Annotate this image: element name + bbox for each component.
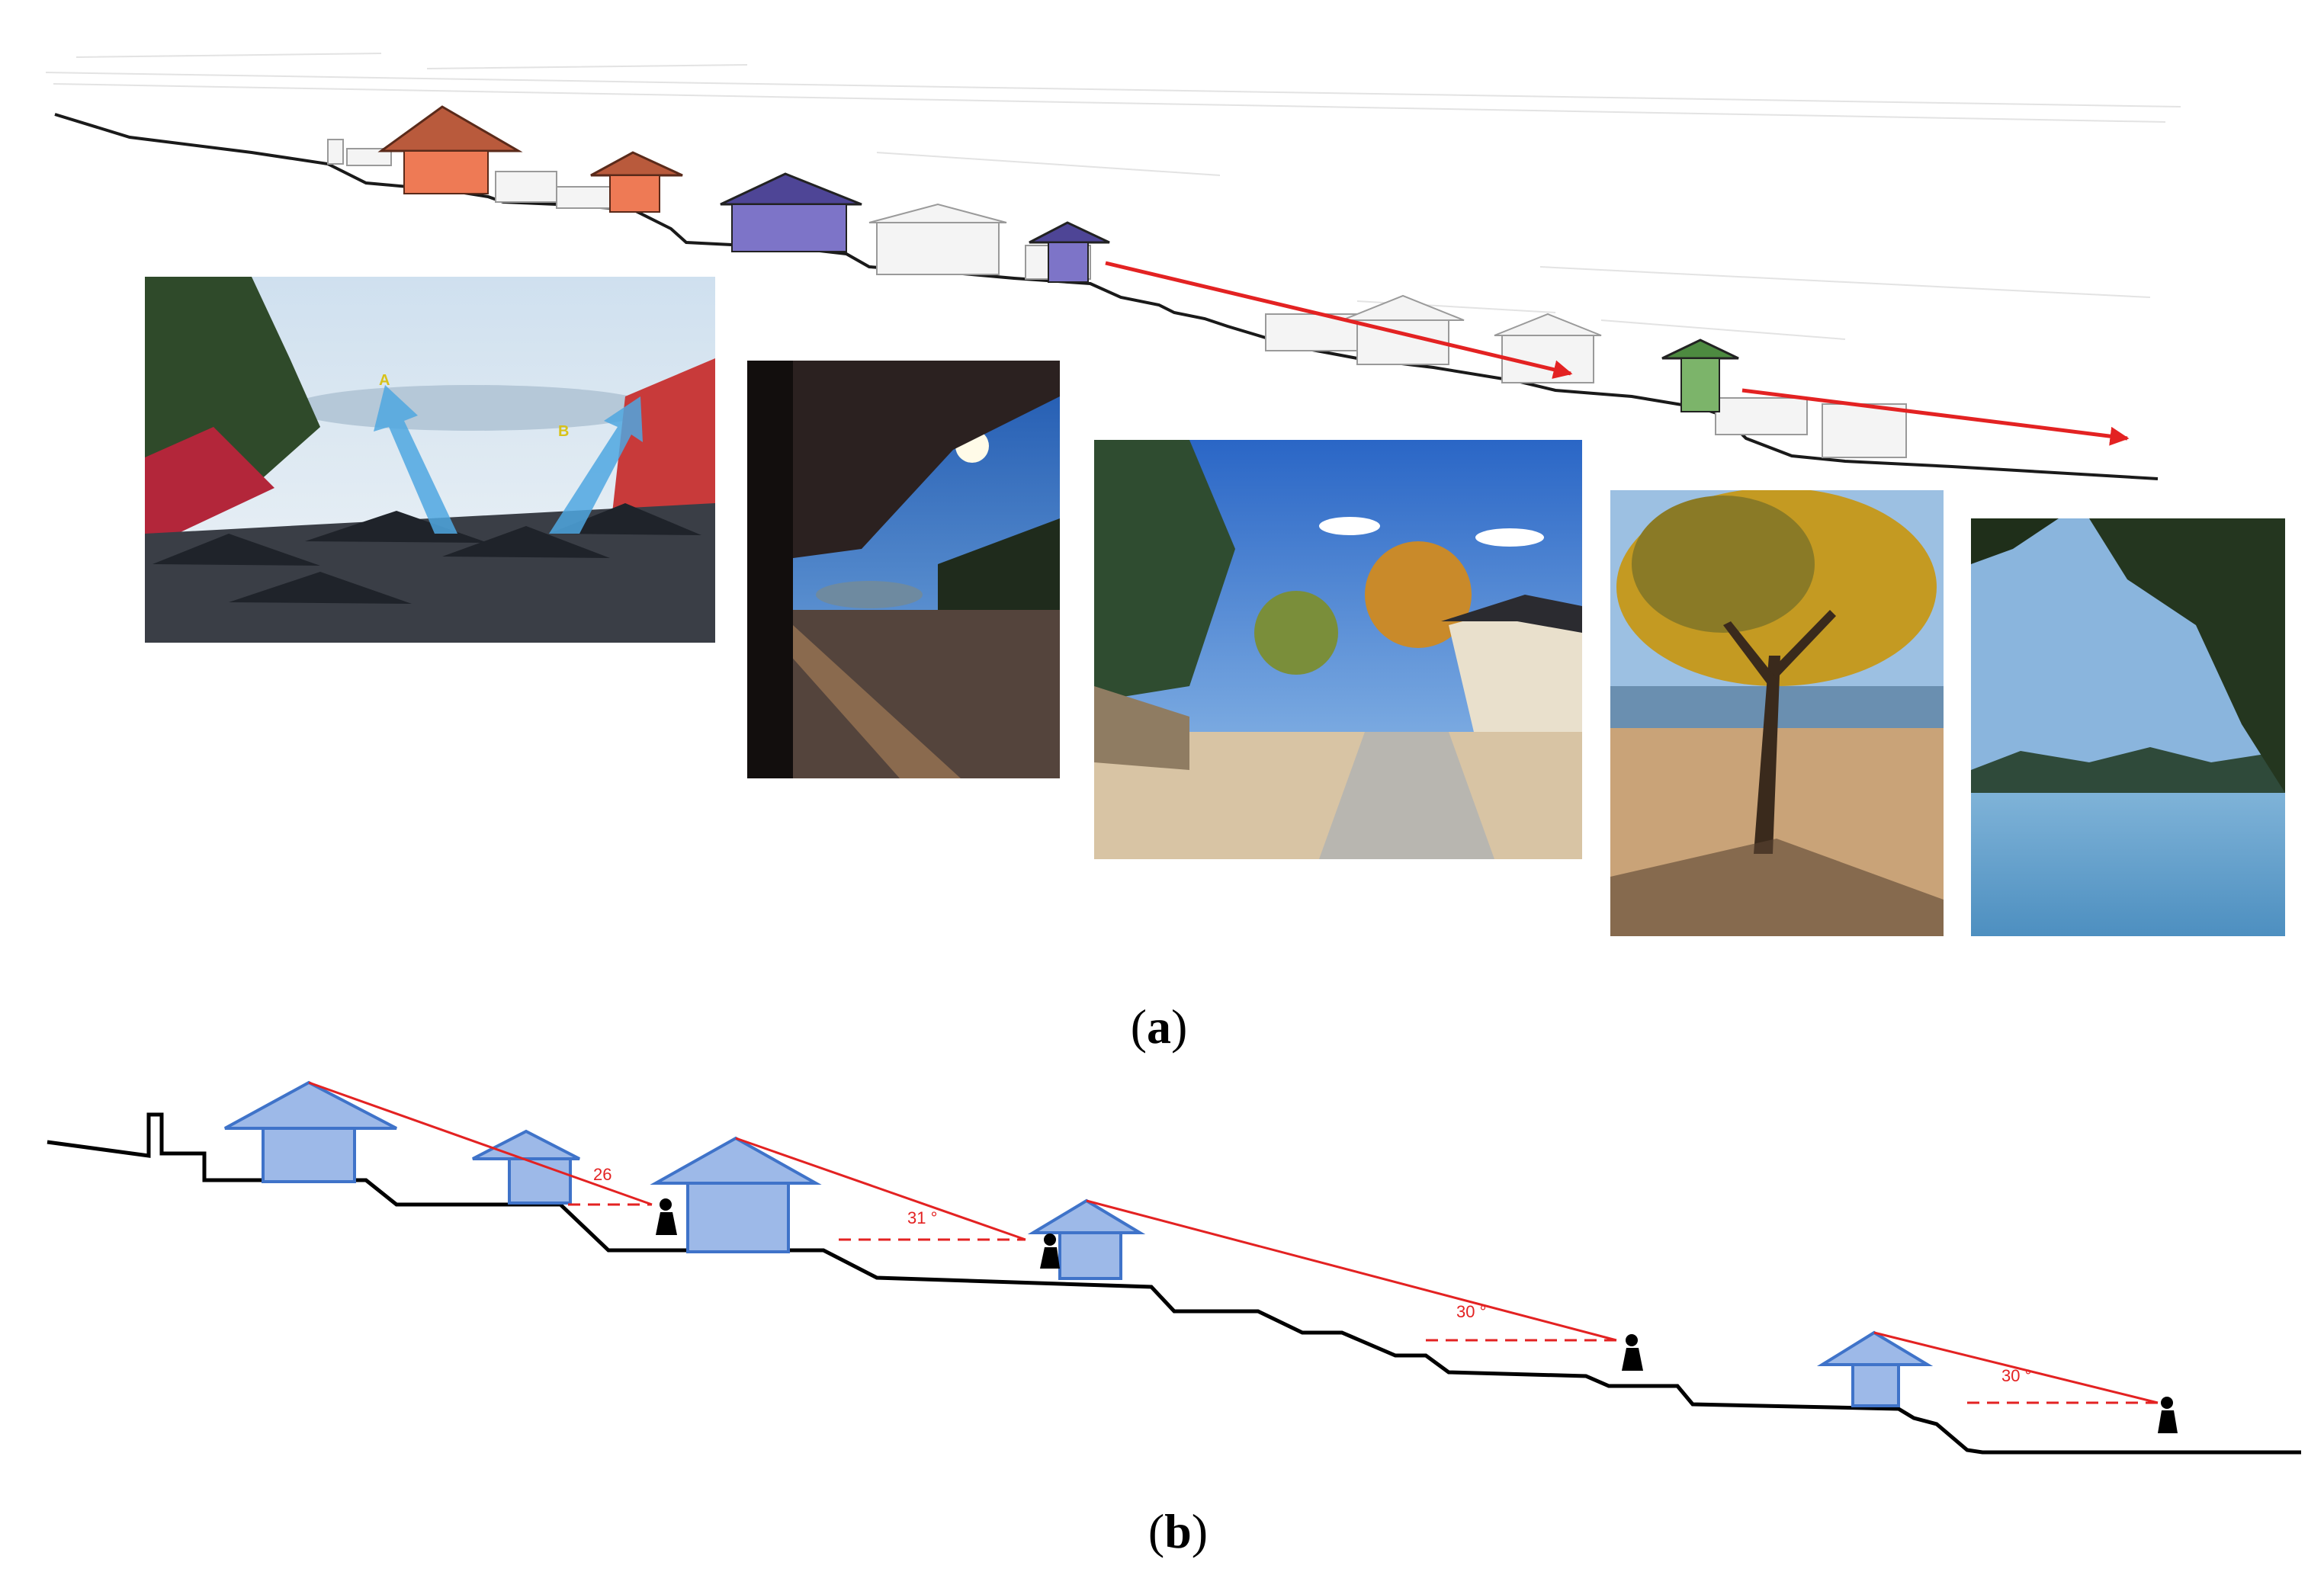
pavilion-orange-small <box>590 151 683 213</box>
sight-line-1 <box>308 1081 653 1206</box>
sky-arrow-b <box>549 396 643 534</box>
house-3 <box>650 1136 822 1253</box>
house-5 <box>1816 1330 1934 1407</box>
angle-label-4: 30 ° <box>2001 1366 2031 1385</box>
viewer-figure-4 <box>2158 1397 2178 1433</box>
pavilion-green <box>1661 338 1739 412</box>
viewer-figure-3 <box>1622 1334 1643 1371</box>
viewer-figure-2 <box>1040 1234 1060 1269</box>
house-1 <box>224 1080 397 1183</box>
angle-label-3: 30 ° <box>1456 1302 1486 1321</box>
photo-village-rooftops: A B <box>145 277 715 643</box>
angle-label-2: 31 ° <box>907 1208 937 1227</box>
photo-eaves-balcony <box>747 361 1060 778</box>
photo-lake <box>1971 518 2285 936</box>
panel-b-sightline-diagram: 26 31 ° 30 ° 30 ° <box>47 1080 2301 1455</box>
panel-label-b: (b) <box>1148 1504 1208 1558</box>
sky-arrow-a <box>374 385 457 534</box>
panel-a-section-drawing <box>45 53 2181 480</box>
house-4 <box>1027 1198 1146 1280</box>
terrain-line <box>47 1112 2301 1455</box>
house-2 <box>472 1129 580 1205</box>
pavilion-purple-small <box>1029 221 1110 283</box>
view-arrow-2 <box>1741 388 2130 446</box>
photo-autumn-tree <box>1610 490 1944 936</box>
view-arrow-1 <box>1105 261 1573 379</box>
arrow-label-a: A <box>379 372 390 389</box>
angle-label-1: 26 <box>593 1165 611 1184</box>
sight-line-4 <box>1873 1331 2159 1404</box>
sight-line-2 <box>735 1137 1026 1241</box>
panel-label-a: (a) <box>1131 999 1188 1054</box>
sight-line-3 <box>1086 1199 1617 1342</box>
photo-courtyard <box>1094 440 1582 859</box>
pavilion-purple-large <box>720 172 862 252</box>
pavilion-orange-large <box>377 105 523 194</box>
arrow-label-b: B <box>558 423 569 440</box>
viewer-figure-1 <box>656 1198 677 1235</box>
